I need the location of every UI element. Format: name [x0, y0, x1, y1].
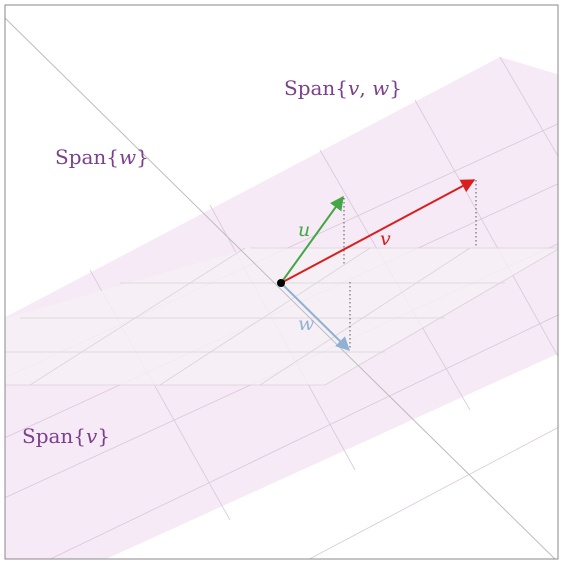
label-u: u — [298, 219, 310, 241]
xy-plane — [5, 248, 558, 385]
label-span-vw: Span{v, w} — [284, 76, 402, 100]
xy-plane-grid — [5, 247, 558, 386]
vector-w — [280, 282, 350, 351]
diagram-frame — [4, 4, 559, 560]
span-w-line — [5, 17, 556, 559]
vector-v — [280, 179, 476, 284]
origin-point — [277, 279, 285, 287]
label-w: w — [298, 313, 314, 335]
vector-u — [280, 195, 344, 284]
label-v: v — [380, 228, 391, 250]
label-span-v: Span{v} — [22, 424, 110, 448]
label-span-w: Span{w} — [55, 145, 149, 169]
drop-lines — [343, 180, 477, 350]
